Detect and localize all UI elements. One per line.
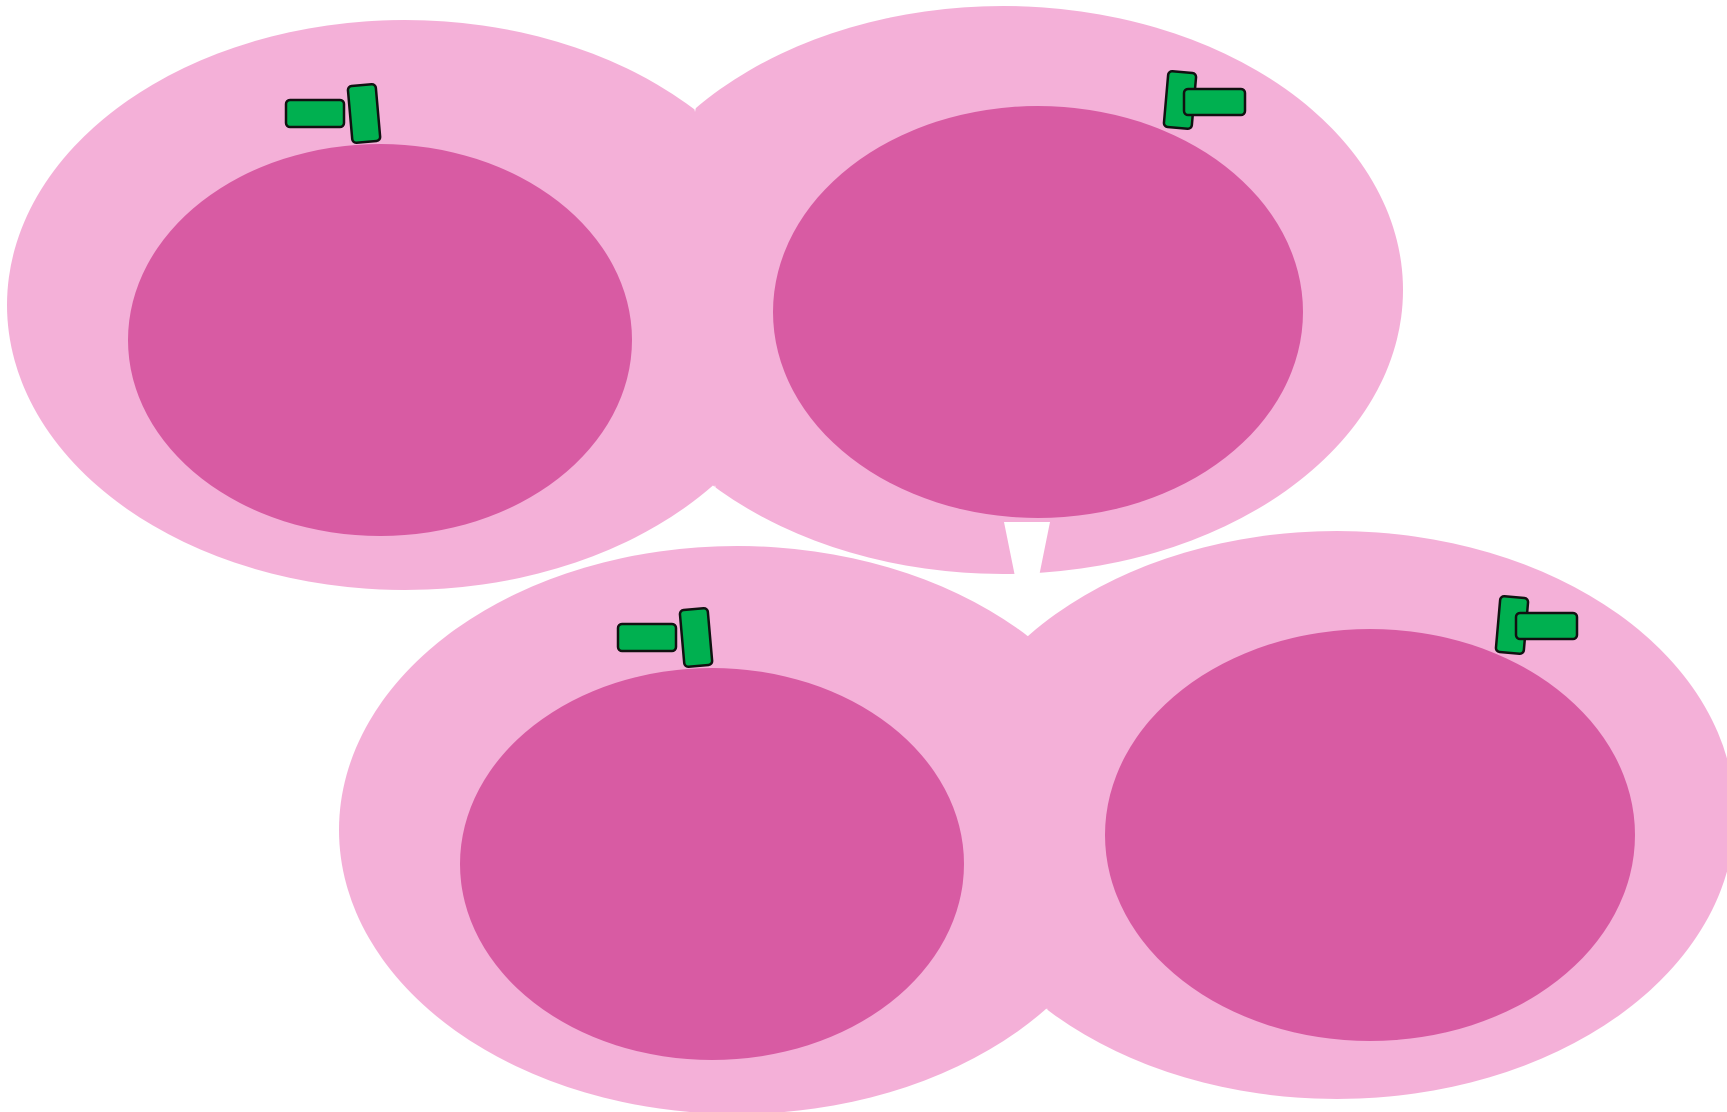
cell-pair-top	[7, 0, 1403, 600]
cell-junction-notch-top	[672, 0, 718, 112]
cell-pair-bottom	[339, 522, 1727, 1112]
cell-junction-notch-top	[1004, 522, 1050, 636]
nucleus-bottom-right	[1105, 629, 1635, 1041]
nucleus-top-right	[773, 106, 1303, 518]
nucleus-top-left	[128, 144, 632, 536]
nucleus-bottom-left	[460, 668, 964, 1060]
